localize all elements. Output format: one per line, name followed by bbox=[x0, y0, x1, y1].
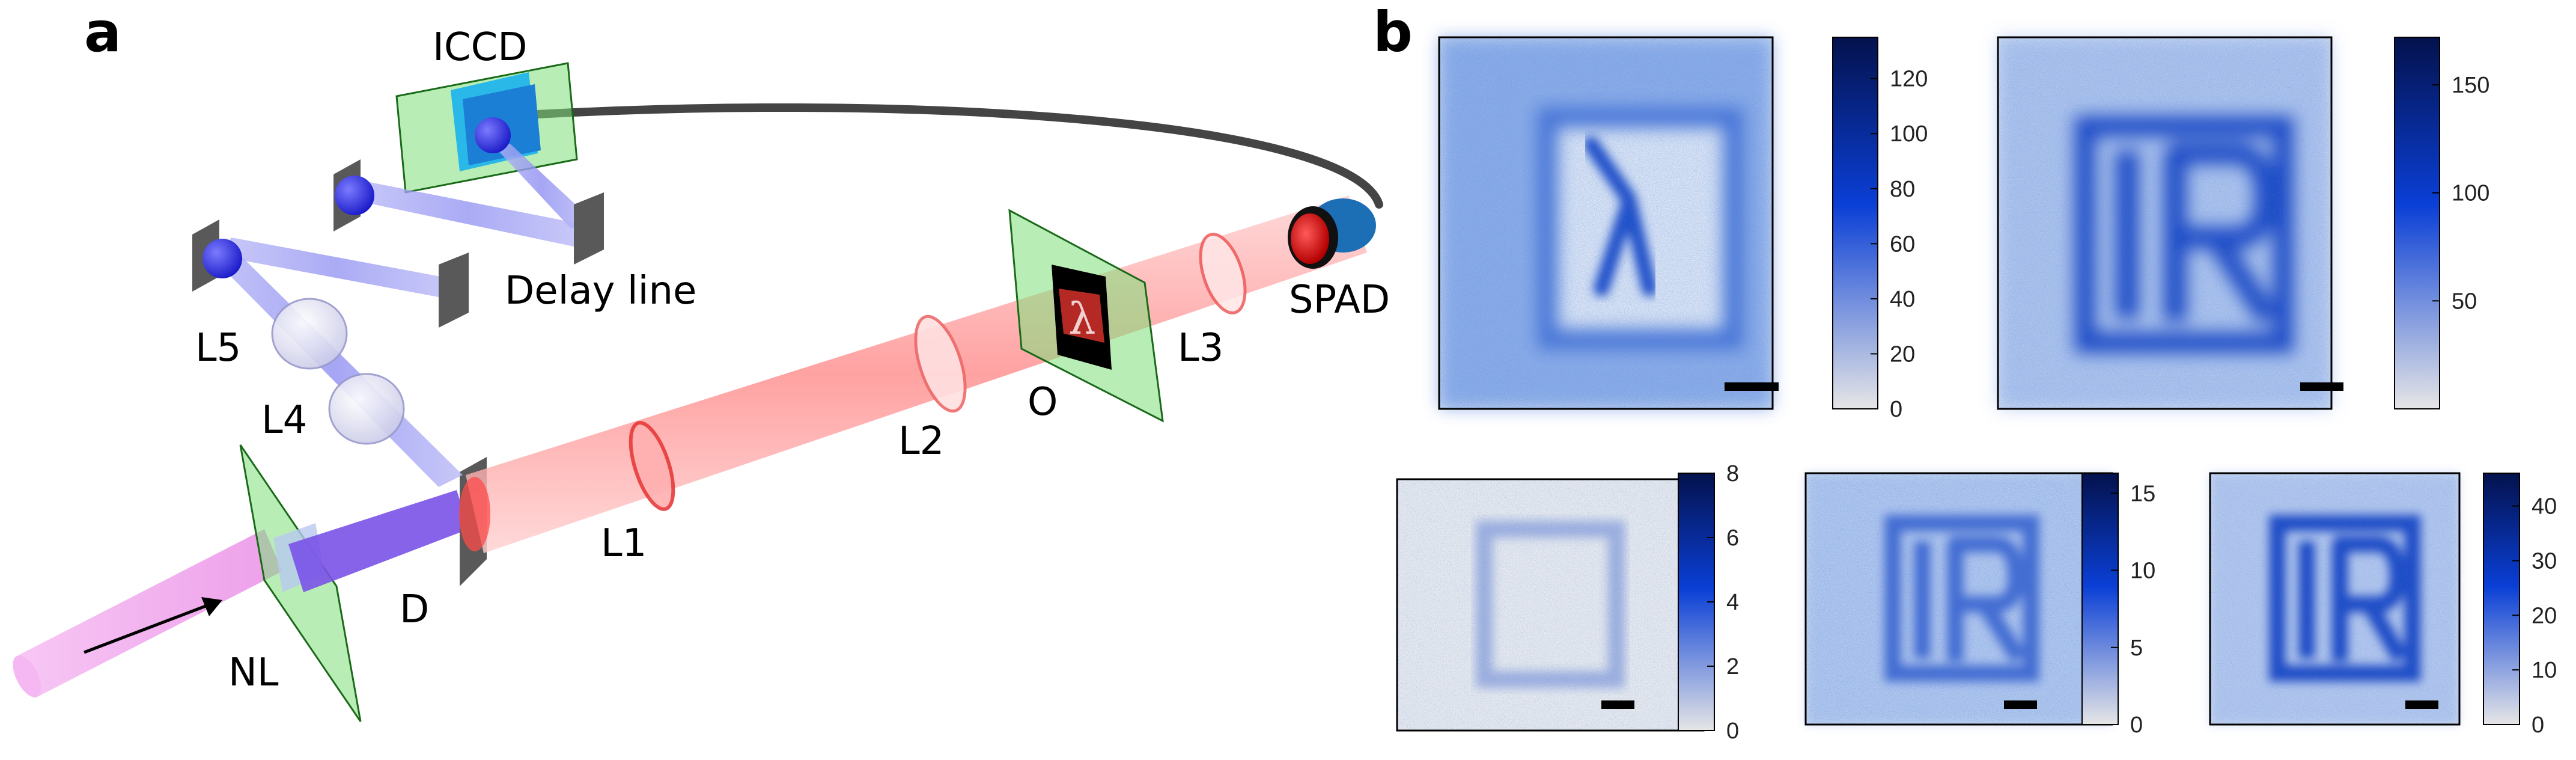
colorbar-tick-label: 0 bbox=[2130, 712, 2143, 738]
colorbar-tick-label: 0 bbox=[1726, 719, 1739, 744]
colorbar-1: 0 20 40 60 80 100 120 bbox=[1832, 37, 1928, 422]
cable bbox=[483, 103, 1383, 209]
pump-direction-arrow bbox=[84, 597, 222, 654]
colorbar-tick-label: 10 bbox=[2532, 658, 2557, 683]
colorbar-tick-label: 15 bbox=[2130, 481, 2155, 506]
colorbar-2: 50 100 150 bbox=[2394, 37, 2489, 409]
colorbar-tick-label: 20 bbox=[2532, 603, 2557, 628]
colorbar-tick-label: 0 bbox=[1890, 397, 1902, 422]
colorbar-tick-label: 120 bbox=[1890, 67, 1928, 92]
lens-l3 bbox=[1199, 233, 1247, 314]
scale-bar bbox=[1725, 382, 1779, 391]
colorbar-tick-label: 20 bbox=[1890, 342, 1915, 367]
image-ir-1 bbox=[1997, 36, 2343, 410]
colorbar-tick-label: 0 bbox=[2532, 712, 2544, 738]
lens-l4 bbox=[328, 373, 405, 445]
image-lambda bbox=[1438, 36, 1779, 410]
image-ir-3 bbox=[1804, 472, 2113, 726]
iccd-label: ICCD bbox=[433, 25, 528, 70]
panel-a-letter: a bbox=[84, 0, 121, 64]
l5-label: L5 bbox=[195, 326, 241, 370]
colorbar-tick-label: 100 bbox=[2452, 181, 2489, 206]
panel-b-images: b bbox=[1373, 0, 2557, 744]
lens-l2 bbox=[914, 314, 967, 413]
colorbar-tick-label: 5 bbox=[2130, 636, 2143, 661]
delay-beam-spots bbox=[202, 117, 511, 278]
delay-line-label: Delay line bbox=[505, 269, 696, 313]
l3-label: L3 bbox=[1178, 326, 1223, 370]
object-glyph: λ bbox=[1068, 293, 1096, 344]
nl-label: NL bbox=[228, 651, 279, 695]
scale-bar bbox=[2300, 382, 2343, 391]
colorbar-5: 0 10 20 30 40 bbox=[2483, 473, 2557, 738]
d-label: D bbox=[400, 587, 429, 632]
image-ir-4 bbox=[2209, 472, 2461, 726]
colorbar-tick-label: 100 bbox=[1890, 121, 1928, 147]
colorbar-tick-label: 2 bbox=[1726, 654, 1739, 679]
colorbar-tick-label: 40 bbox=[2532, 494, 2557, 519]
pump-beam bbox=[13, 529, 282, 697]
colorbar-tick-label: 30 bbox=[2532, 548, 2557, 574]
l2-label: L2 bbox=[898, 419, 944, 464]
image-ir-2 bbox=[1396, 478, 1705, 732]
colorbar-tick-label: 40 bbox=[1890, 287, 1915, 312]
object-plate: λ bbox=[1008, 209, 1164, 423]
panel-a-setup: a bbox=[13, 0, 1390, 722]
colorbar-tick-label: 150 bbox=[2452, 73, 2489, 98]
spad-label: SPAD bbox=[1289, 278, 1390, 322]
l4-label: L4 bbox=[261, 398, 307, 443]
lens-l1 bbox=[629, 421, 675, 511]
l1-label: L1 bbox=[601, 521, 647, 566]
colorbar-4: 0 5 10 15 bbox=[2081, 473, 2155, 738]
scale-bar bbox=[1601, 700, 1634, 709]
spad-detector bbox=[1288, 198, 1376, 269]
o-label: O bbox=[1028, 380, 1058, 424]
colorbar-tick-label: 60 bbox=[1890, 231, 1915, 257]
colorbar-tick-label: 80 bbox=[1890, 177, 1915, 202]
panel-b-letter: b bbox=[1373, 0, 1413, 64]
scale-bar bbox=[2405, 700, 2438, 709]
colorbar-tick-label: 8 bbox=[1726, 461, 1739, 486]
colorbar-tick-label: 10 bbox=[2130, 559, 2155, 584]
colorbar-3: 0 2 4 6 8 bbox=[1678, 461, 1739, 744]
colorbar-tick-label: 6 bbox=[1726, 526, 1739, 551]
colorbar-tick-label: 4 bbox=[1726, 590, 1739, 615]
scale-bar bbox=[2004, 700, 2037, 709]
colorbar-tick-label: 50 bbox=[2452, 289, 2477, 314]
lens-l5 bbox=[271, 298, 348, 370]
signal-beam-segment bbox=[288, 490, 469, 592]
